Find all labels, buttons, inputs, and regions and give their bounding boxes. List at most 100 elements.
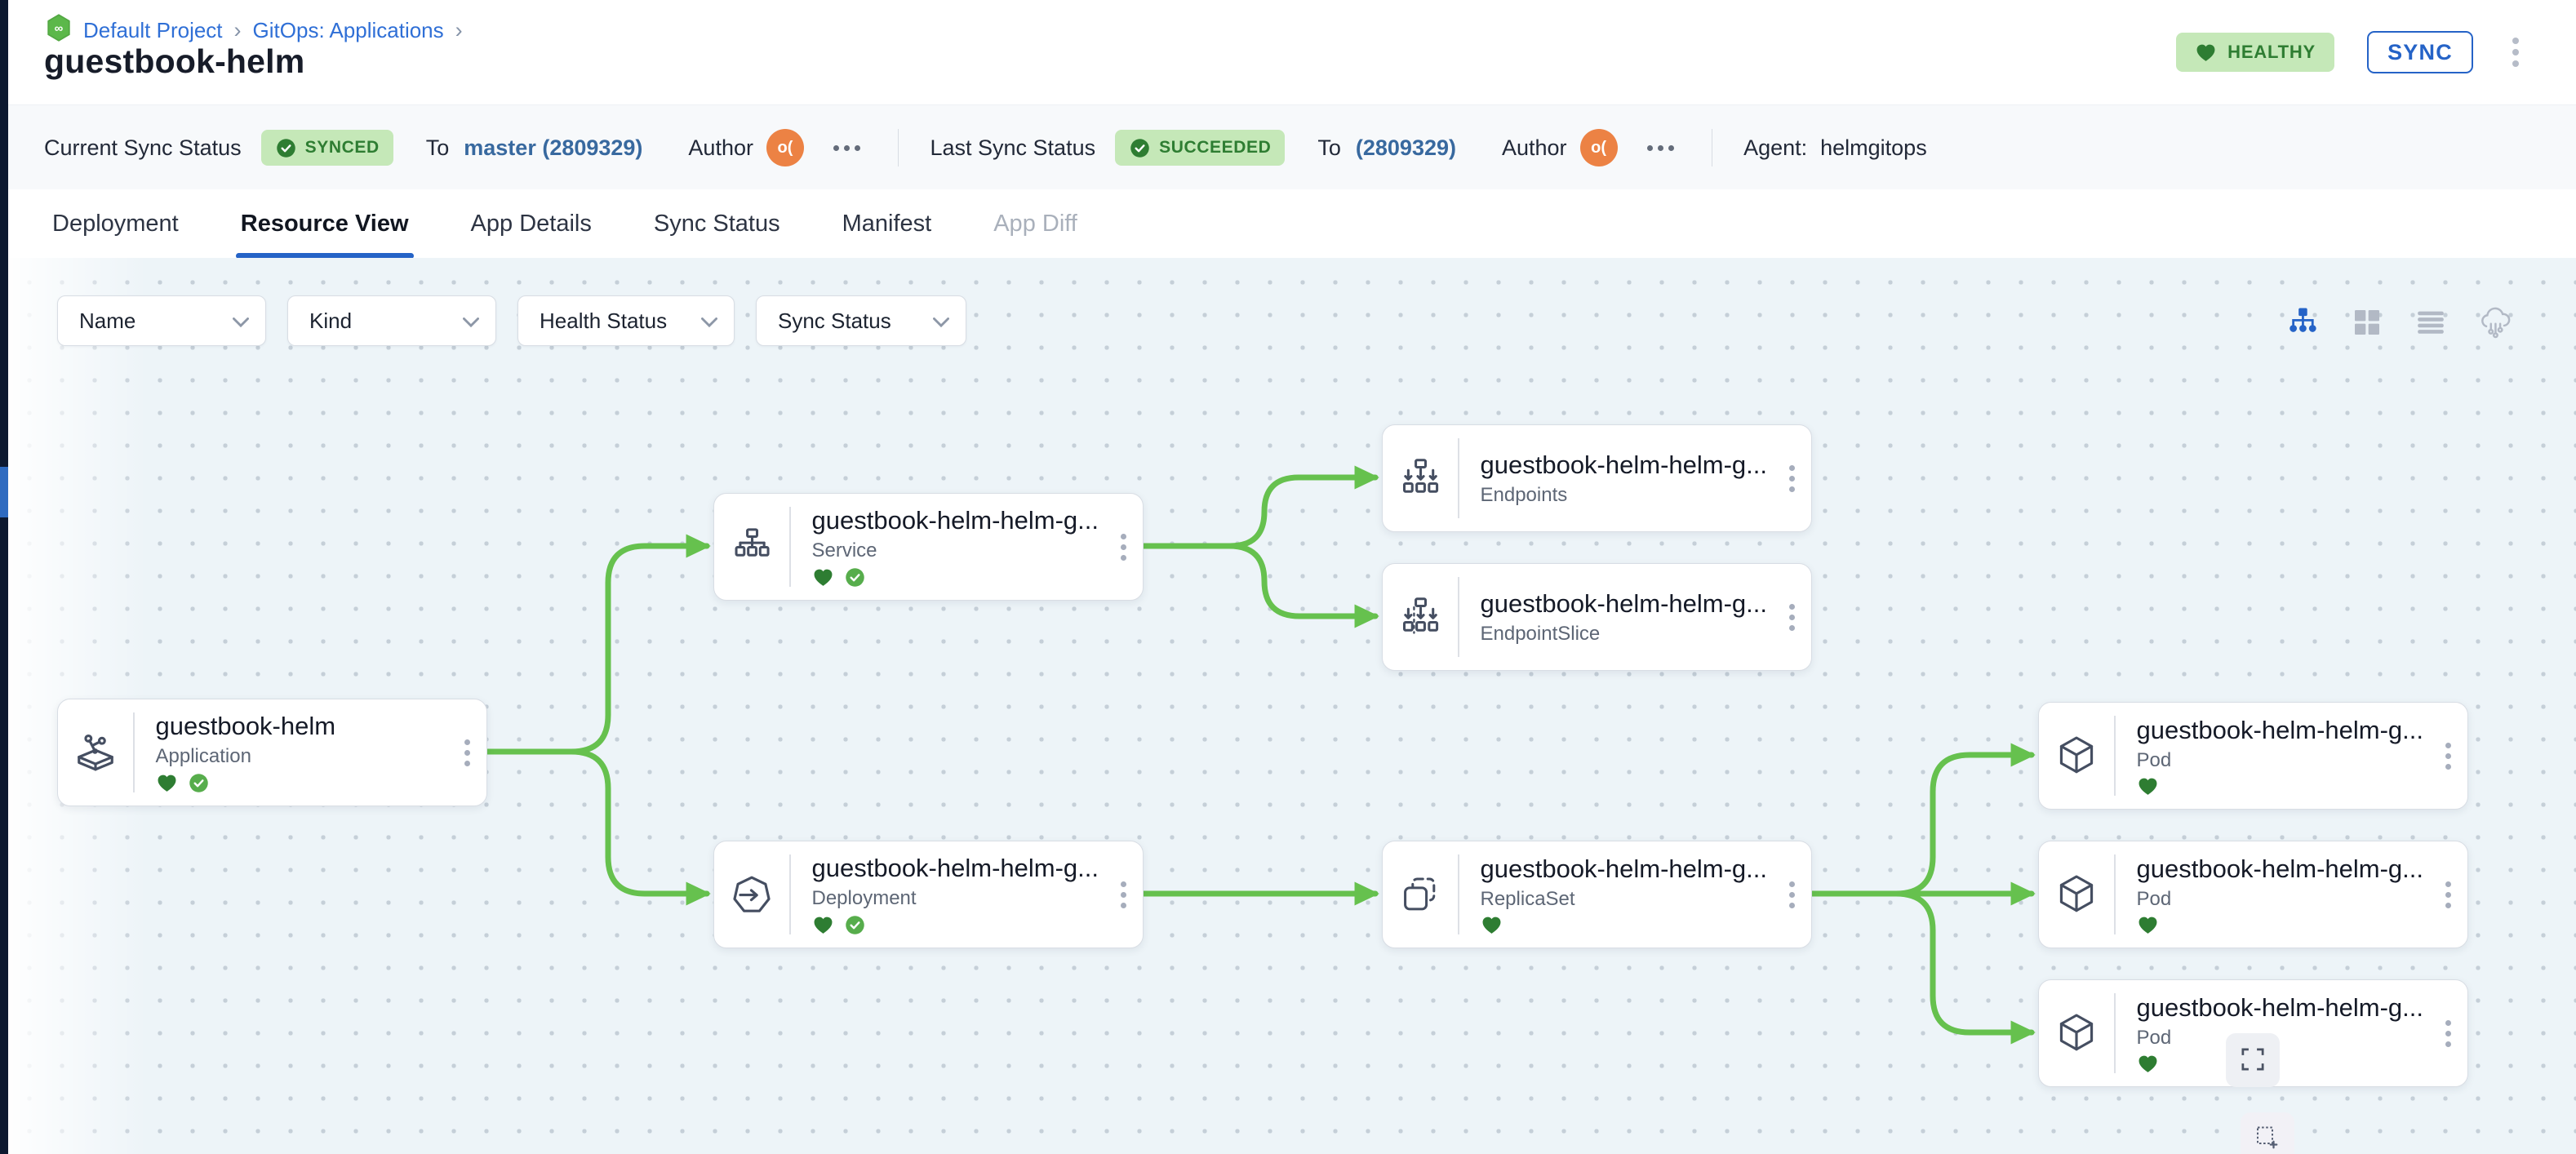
resource-kind: Pod <box>2137 888 2429 911</box>
resource-kind: ReplicaSet <box>1481 888 1773 911</box>
breadcrumb-project-link[interactable]: Default Project <box>83 18 223 43</box>
agent-label: Agent: <box>1743 135 1807 161</box>
succeeded-badge-label: SUCCEEDED <box>1159 138 1271 158</box>
synced-badge: SYNCED <box>261 130 393 166</box>
sync-button[interactable]: SYNC <box>2367 31 2473 73</box>
to-label: To <box>1317 135 1341 161</box>
synced-badge-label: SYNCED <box>305 138 380 158</box>
fullscreen-button[interactable] <box>2226 1033 2280 1087</box>
health-heart-icon <box>1481 915 1503 935</box>
divider <box>1458 438 1459 518</box>
app-menu-button[interactable] <box>2506 31 2525 73</box>
heart-icon <box>2195 42 2217 63</box>
resource-status <box>2137 776 2429 797</box>
last-revision-link[interactable]: (2809329) <box>1356 135 1456 161</box>
current-revision-link[interactable]: master (2809329) <box>464 135 642 161</box>
author-avatar[interactable]: o( <box>1580 129 1618 166</box>
deployment-icon <box>714 841 789 948</box>
edge-service-endpoints <box>1142 477 1375 546</box>
tree-view-button[interactable] <box>2285 305 2320 344</box>
tab-app-details[interactable]: App Details <box>471 189 592 258</box>
node-replicaset[interactable]: guestbook-helm-helm-g... ReplicaSet <box>1382 841 1812 948</box>
resource-status <box>1481 915 1773 935</box>
node-menu-button[interactable] <box>1772 425 1811 531</box>
cloud-view-button[interactable] <box>2478 305 2512 344</box>
commit-details-button[interactable] <box>827 139 867 158</box>
synced-check-icon <box>844 914 866 936</box>
resource-name: guestbook-helm-helm-g... <box>2137 854 2429 884</box>
node-menu-button[interactable] <box>1104 494 1143 600</box>
author-label: Author <box>1502 135 1567 161</box>
filter-name-select[interactable]: Name <box>57 295 266 346</box>
health-status-label: HEALTHY <box>2227 42 2316 63</box>
node-menu-button[interactable] <box>1772 841 1811 948</box>
grid-view-button[interactable] <box>2351 306 2383 343</box>
resource-status <box>812 566 1104 588</box>
tab-sync-status[interactable]: Sync Status <box>654 189 780 258</box>
list-view-button[interactable] <box>2414 306 2447 343</box>
fullscreen-icon <box>2239 1045 2267 1076</box>
resource-kind: EndpointSlice <box>1481 623 1773 646</box>
area-select-icon <box>2253 1124 2282 1154</box>
filter-health-status-select[interactable]: Health Status <box>517 295 735 346</box>
chevron-right-icon: › <box>234 18 242 43</box>
divider <box>133 712 135 792</box>
resource-name: guestbook-helm-helm-g... <box>1481 451 1773 480</box>
commit-details-button[interactable] <box>1641 139 1681 158</box>
filter-label: Sync Status <box>778 308 891 334</box>
replicaset-icon <box>1383 841 1458 948</box>
node-menu-button[interactable] <box>2428 841 2467 948</box>
resource-kind: Application <box>156 745 448 768</box>
health-heart-icon <box>2137 1054 2159 1074</box>
node-service[interactable]: guestbook-helm-helm-g... Service <box>713 493 1144 601</box>
node-menu-button[interactable] <box>2428 703 2467 809</box>
node-menu-button[interactable] <box>1772 564 1811 670</box>
resource-kind: Deployment <box>812 887 1104 910</box>
zoom-area-button[interactable] <box>2241 1112 2294 1154</box>
author-avatar[interactable]: o( <box>766 129 804 166</box>
resource-name: guestbook-helm-helm-g... <box>2137 993 2429 1023</box>
app-header: ∞ Default Project › GitOps: Applications… <box>8 0 2576 104</box>
health-heart-icon <box>812 915 834 935</box>
scroll-indicator <box>0 467 8 517</box>
last-sync-status-label: Last Sync Status <box>930 135 1095 161</box>
page-title: guestbook-helm <box>44 42 304 81</box>
endpointslice-icon <box>1383 564 1458 670</box>
divider <box>1712 129 1713 166</box>
health-heart-icon <box>812 567 834 588</box>
tab-manifest[interactable]: Manifest <box>842 189 932 258</box>
tab-bar: Deployment Resource View App Details Sync S… <box>8 189 2576 259</box>
divider <box>2114 993 2116 1073</box>
service-icon <box>714 494 789 600</box>
node-menu-button[interactable] <box>447 699 486 806</box>
synced-check-icon <box>844 566 866 588</box>
resource-name: guestbook-helm-helm-g... <box>1481 854 1773 884</box>
divider <box>789 507 791 587</box>
divider <box>898 129 899 166</box>
edge-replicaset-pod-3 <box>1810 894 2032 1032</box>
resource-name: guestbook-helm-helm-g... <box>812 506 1104 535</box>
node-deployment[interactable]: guestbook-helm-helm-g... Deployment <box>713 841 1144 948</box>
resource-status <box>2137 1054 2429 1074</box>
node-endpointslice[interactable]: guestbook-helm-helm-g... EndpointSlice <box>1382 563 1812 671</box>
filter-kind-select[interactable]: Kind <box>287 295 496 346</box>
node-menu-button[interactable] <box>2428 980 2467 1086</box>
tab-app-diff: App Diff <box>993 189 1077 258</box>
tab-deployment[interactable]: Deployment <box>52 189 179 258</box>
resource-status <box>2137 915 2429 935</box>
divider <box>1458 854 1459 934</box>
node-app[interactable]: guestbook-helm Application <box>57 699 487 806</box>
node-pod-2[interactable]: guestbook-helm-helm-g... Pod <box>2038 841 2468 948</box>
resource-graph-canvas[interactable]: Name Kind Health Status Sync Status gues… <box>8 258 2576 1154</box>
current-sync-status-label: Current Sync Status <box>44 135 242 161</box>
node-endpoints[interactable]: guestbook-helm-helm-g... Endpoints <box>1382 424 1812 532</box>
resource-kind: Pod <box>2137 749 2429 772</box>
health-heart-icon <box>2137 915 2159 935</box>
breadcrumb-applications-link[interactable]: GitOps: Applications <box>253 18 444 43</box>
author-label: Author <box>688 135 753 161</box>
pod-icon <box>2039 703 2114 809</box>
node-pod-1[interactable]: guestbook-helm-helm-g... Pod <box>2038 702 2468 810</box>
filter-sync-status-select[interactable]: Sync Status <box>756 295 966 346</box>
node-menu-button[interactable] <box>1104 841 1143 948</box>
tab-resource-view[interactable]: Resource View <box>241 189 409 258</box>
